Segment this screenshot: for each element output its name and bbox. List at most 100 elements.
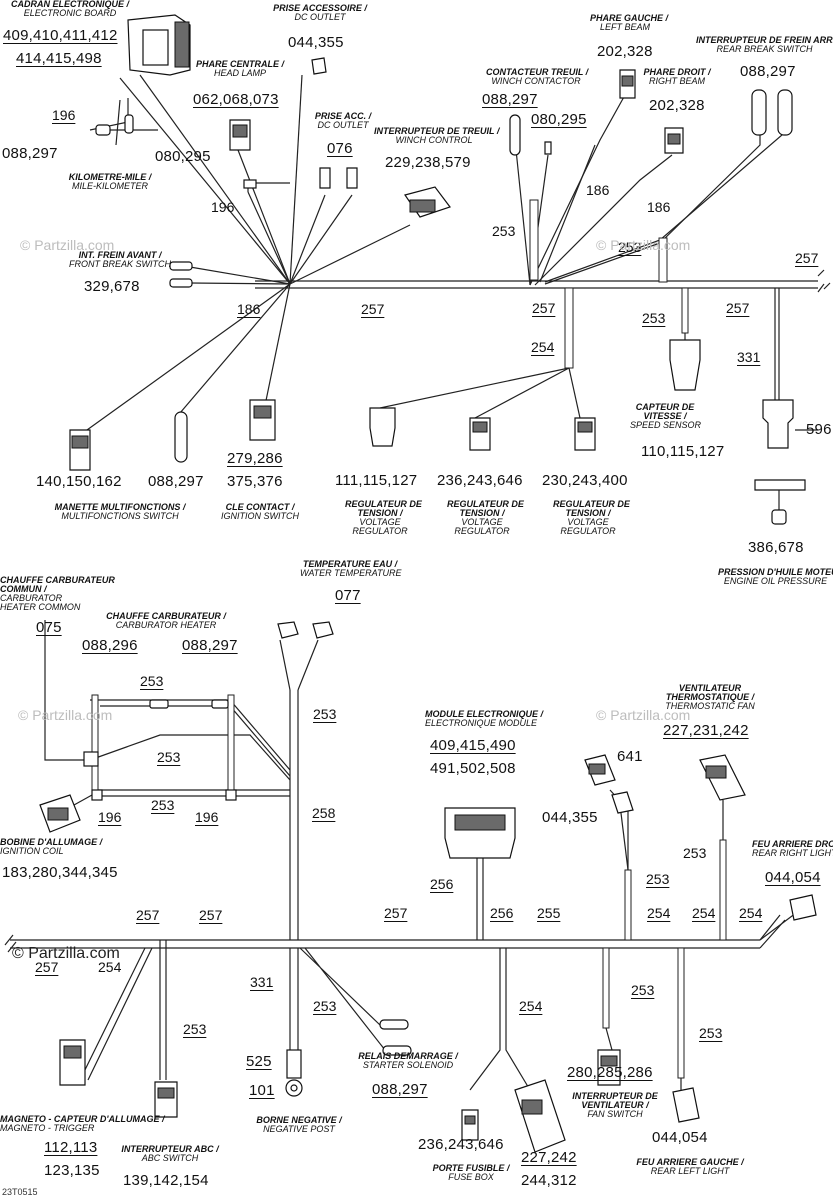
vr2-fr-1: REGULATEUR DE (447, 499, 524, 509)
carb-heater-parts-left: 088,296 (82, 637, 138, 654)
right-beam-fr: PHARE DROIT / (643, 67, 711, 77)
drawing-code: 23T0515 (2, 1187, 38, 1197)
chc-en-1: CARBURATOR (0, 593, 63, 603)
ignition-switch-parts-2: 375,376 (227, 473, 283, 490)
head-lamp-en: HEAD LAMP (213, 68, 266, 78)
wire-253-b: 253 (618, 239, 642, 255)
fuse-box-parts-3: 244,312 (521, 1172, 577, 1189)
winch-contactor-en: WINCH CONTACTOR (491, 76, 581, 86)
winch-control-label: INTERRUPTEUR DE TREUIL / WINCH CONTROL (374, 126, 500, 145)
vr3-en-1: VOLTAGE (567, 517, 609, 527)
winch-contactor-fr: CONTACTEUR TREUIL / (486, 67, 589, 77)
watermark-3: © Partzilla.com (18, 707, 113, 723)
rear-right-light-label: FEU ARRIERE DROIT REAR RIGHT LIGHT (752, 840, 833, 858)
wire-253-b3: 253 (631, 982, 655, 998)
fan-switch-parts: 280,285,286 (567, 1064, 653, 1081)
wire-257-d: 257 (795, 250, 819, 266)
wire-253-bl2: 253 (313, 706, 337, 722)
watermark-4: © Partzilla.com (596, 707, 691, 723)
wire-253-b4: 253 (699, 1025, 723, 1041)
fan-switch-fr: INTERRUPTEUR DE (572, 1091, 658, 1101)
ignition-switch-parts-1: 279,286 (227, 450, 283, 467)
watermark-1: © Partzilla.com (20, 237, 115, 253)
thermostatic-fan-fr: VENTILATEUR (678, 683, 742, 693)
chc-fr-1: CHAUFFE CARBURATEUR (0, 575, 115, 585)
oil-pressure-parts: 386,678 (748, 539, 804, 556)
dc-outlet-acc-en: DC OUTLET (317, 120, 369, 130)
dc-outlet-top-parts: 044,355 (288, 34, 344, 51)
rear-break-switch-label: INTERRUPTEUR DE FREIN ARRIERE REAR BREAK… (696, 36, 833, 54)
electronic-board-fr: CADRAN ELECTRONIQUE / (10, 0, 129, 9)
wire-254-e: 254 (98, 959, 122, 975)
ignition-coil-parts: 183,280,344,345 (2, 864, 118, 881)
rear-right-light-en: REAR RIGHT LIGHT (752, 848, 833, 858)
vr1-fr-2: TENSION / (357, 508, 403, 518)
wire-186-b: 186 (586, 182, 610, 198)
right-beam-label: PHARE DROIT / RIGHT BEAM (642, 68, 712, 86)
water-temperature-label: TEMPERATURE EAU / WATER TEMPERATURE (300, 559, 402, 578)
water-temperature-parts: 077 (335, 587, 361, 604)
voltage-regulator-3-label: REGULATEUR DE TENSION / VOLTAGE REGULATO… (553, 500, 630, 536)
electronic-board-label: CADRAN ELECTRONIQUE / ELECTRONIC BOARD (0, 0, 140, 18)
fan-switch-label: INTERRUPTEUR DE VENTILATEUR / FAN SWITCH (570, 1092, 660, 1119)
water-temp-fr: TEMPERATURE EAU / (302, 559, 398, 569)
right-beam-en: RIGHT BEAM (648, 76, 705, 86)
dc-outlet-acc-label: PRISE ACC. / DC OUTLET (308, 112, 378, 130)
vr3-en-2: REGULATOR (560, 526, 616, 536)
wire-196-d: 196 (195, 809, 219, 825)
fan-switch-fr-2: VENTILATEUR / (581, 1100, 649, 1110)
voltage-regulator-2-parts: 236,243,646 (437, 472, 523, 489)
wire-253-bl3: 253 (157, 749, 181, 765)
vr3-fr-2: TENSION / (565, 508, 611, 518)
wire-256-b: 256 (490, 905, 514, 921)
wire-196-a: 196 (52, 107, 76, 123)
mile-kilometer-en: MILE-KILOMETER (71, 181, 148, 191)
wire-254-c: 254 (692, 905, 716, 921)
wire-257-c: 257 (726, 300, 750, 316)
starter-solenoid-label: RELAIS DEMARRAGE / STARTER SOLENOID (358, 1052, 458, 1070)
connectors-bottom (39, 621, 817, 1153)
wire-257-g: 257 (384, 905, 408, 921)
left-beam-fr: PHARE GAUCHE / (590, 13, 669, 23)
wire-257-a: 257 (361, 301, 385, 317)
dc-outlet-mid-parts: 044,355 (542, 809, 598, 826)
electronic-board-parts-2: 414,415,498 (16, 50, 102, 67)
wire-254-a: 254 (531, 339, 555, 355)
winch-control-fr: INTERRUPTEUR DE TREUIL / (374, 126, 500, 136)
electronic-module-parts-2: 491,502,508 (430, 760, 516, 777)
abc-switch-en: ABC SWITCH (141, 1153, 199, 1163)
dc-outlet-acc-parts: 076 (327, 140, 353, 157)
wire-080-295-right: 080,295 (531, 111, 587, 128)
dc-outlet-top-en: DC OUTLET (294, 12, 346, 22)
rear-break-switch-parts: 088,297 (740, 63, 796, 80)
wire-186-c: 186 (647, 199, 671, 215)
negative-post-525: 525 (246, 1053, 272, 1070)
speed-sensor-fr-1: CAPTEUR DE (635, 402, 695, 412)
watermark-2: © Partzilla.com (596, 237, 691, 253)
starter-solenoid-en: STARTER SOLENOID (362, 1060, 454, 1070)
head-lamp-fr: PHARE CENTRALE / (195, 59, 284, 69)
oil-pressure-fr: PRESSION D'HUILE MOTEUR (718, 567, 833, 577)
negative-post-fr: BORNE NEGATIVE / (256, 1115, 342, 1125)
front-break-switch-en: FRONT BREAK SWITCH (68, 259, 171, 269)
wire-255: 255 (537, 905, 561, 921)
wire-253-bl4: 253 (151, 797, 175, 813)
wire-257-h: 257 (35, 959, 59, 975)
left-beam-parts: 202,328 (597, 43, 653, 60)
copyright-text: © Partzilla.com (12, 945, 120, 962)
wire-196-c: 196 (98, 809, 122, 825)
water-temp-en: WATER TEMPERATURE (300, 568, 402, 578)
oil-pressure-en: ENGINE OIL PRESSURE (723, 576, 828, 586)
rear-break-switch-fr: INTERRUPTEUR DE FREIN ARRIERE (696, 35, 833, 45)
bottom-branches (44, 620, 801, 1091)
wire-253-a: 253 (492, 223, 516, 239)
rear-left-light-en: REAR LEFT LIGHT (650, 1166, 730, 1176)
wire-257-f: 257 (199, 907, 223, 923)
fuse-box-en: FUSE BOX (448, 1172, 494, 1182)
carb-heater-common-label: CHAUFFE CARBURATEUR COMMUN / CARBURATOR … (0, 575, 115, 612)
wire-253-r2: 253 (646, 871, 670, 887)
wire-258: 258 (312, 805, 336, 821)
chc-fr-2: COMMUN / (0, 584, 47, 594)
wire-080-295-left: 080,295 (155, 148, 211, 165)
fan-switch-en: FAN SWITCH (587, 1109, 643, 1119)
